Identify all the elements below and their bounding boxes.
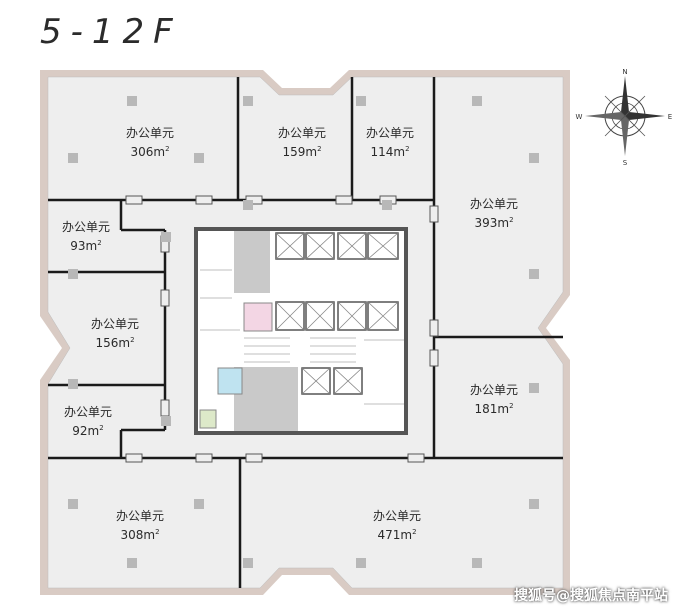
unit-area: 93m2 xyxy=(70,239,102,253)
unit-name: 办公单元 xyxy=(115,509,165,523)
unit-label-181: 办公单元 181m2 xyxy=(470,382,518,417)
unit-label-92: 办公单元 92m2 xyxy=(64,404,112,439)
unit-label-156: 办公单元 156m2 xyxy=(91,316,139,351)
unit-label-393: 办公单元 393m2 xyxy=(470,196,518,231)
compass-e: E xyxy=(668,113,672,121)
unit-area: 471m2 xyxy=(377,528,417,542)
unit-name: 办公单元 xyxy=(365,126,415,140)
columns xyxy=(68,96,539,568)
unit-area: 393m2 xyxy=(474,216,514,230)
watermark: 搜狐号@搜狐焦点南平站 xyxy=(514,588,668,604)
unit-label-159: 办公单元 159m2 xyxy=(278,125,326,160)
compass-n: N xyxy=(622,68,627,76)
unit-name: 办公单元 xyxy=(469,383,519,397)
unit-area: 181m2 xyxy=(474,402,514,416)
unit-name: 办公单元 xyxy=(277,126,327,140)
compass-w: W xyxy=(576,113,583,121)
interior-walls xyxy=(48,77,563,588)
unit-area: 156m2 xyxy=(95,336,135,350)
unit-name: 办公单元 xyxy=(61,220,111,234)
unit-name: 办公单元 xyxy=(469,197,519,211)
unit-area: 306m2 xyxy=(130,145,170,159)
unit-label-114: 办公单元 114m2 xyxy=(366,125,414,160)
unit-name: 办公单元 xyxy=(90,317,140,331)
unit-area: 114m2 xyxy=(370,145,410,159)
unit-area: 308m2 xyxy=(120,528,160,542)
unit-name: 办公单元 xyxy=(125,126,175,140)
unit-label-93: 办公单元 93m2 xyxy=(62,219,110,254)
unit-area: 159m2 xyxy=(282,145,322,159)
unit-area: 92m2 xyxy=(72,424,104,438)
unit-label-306: 办公单元 306m2 xyxy=(126,125,174,160)
floor-title: 5-12F xyxy=(40,12,182,52)
unit-name: 办公单元 xyxy=(63,405,113,419)
compass-s: S xyxy=(623,159,628,167)
unit-label-308: 办公单元 308m2 xyxy=(116,508,164,543)
unit-name: 办公单元 xyxy=(372,509,422,523)
unit-label-471: 办公单元 471m2 xyxy=(373,508,421,543)
compass-rose-icon: N S E W xyxy=(576,68,673,167)
core xyxy=(194,227,408,435)
